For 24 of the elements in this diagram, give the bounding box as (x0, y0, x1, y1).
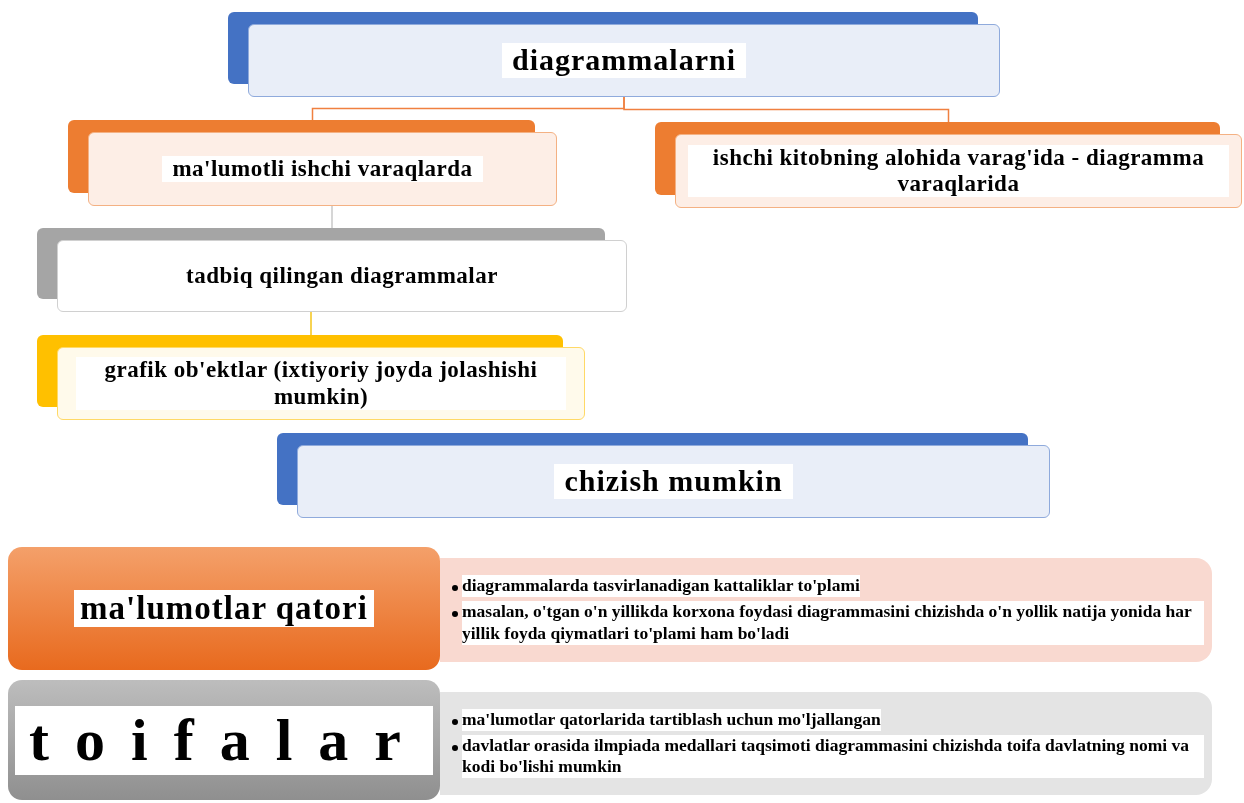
box-label: grafik ob'ektlar (ixtiyoriy joyda jolashishi mumkin) (76, 357, 566, 410)
box-label: ma'lumotli ishchi varaqlarda (162, 155, 483, 183)
box-label: diagrammalarni (502, 43, 746, 78)
card-box (37, 335, 585, 420)
card-box (228, 12, 1000, 97)
connector-line (310, 311, 312, 336)
card-box (37, 228, 627, 312)
term-label: toifalar (15, 705, 433, 775)
definition-panel (440, 692, 1212, 795)
card-box (655, 122, 1242, 208)
connector-line (331, 205, 333, 229)
bullet-text: diagrammalarda tasvirlanadigan kattaliklar to'plami (462, 575, 860, 598)
box-label: ishchi kitobning alohida varag'ida - diagramma varaqlarida (688, 144, 1229, 198)
bullet-text: masalan, o'tgan o'n yillikda korxona foydasi diagrammasini chizishda o'n yollik natija yonida har yillik foyda qiymatlari to'plami ham bo'ladi (462, 601, 1204, 645)
term-block (8, 547, 440, 670)
connector-line (623, 96, 950, 123)
bullet-text: davlatlar orasida ilmpiada medallari taqsimoti diagrammasini chizishda toifa davlatning nomi va kodi bo'lishi mumkin (462, 734, 1204, 779)
bullet-text: ma'lumotlar qatorlarida tartiblash uchun mo'ljallangan (462, 708, 881, 731)
box-label: chizish mumkin (554, 464, 793, 499)
definition-panel (440, 558, 1212, 662)
card-box (68, 120, 557, 206)
term-label: ma'lumotlar qatori (74, 590, 374, 627)
term-block (8, 680, 440, 800)
card-box (277, 433, 1050, 518)
